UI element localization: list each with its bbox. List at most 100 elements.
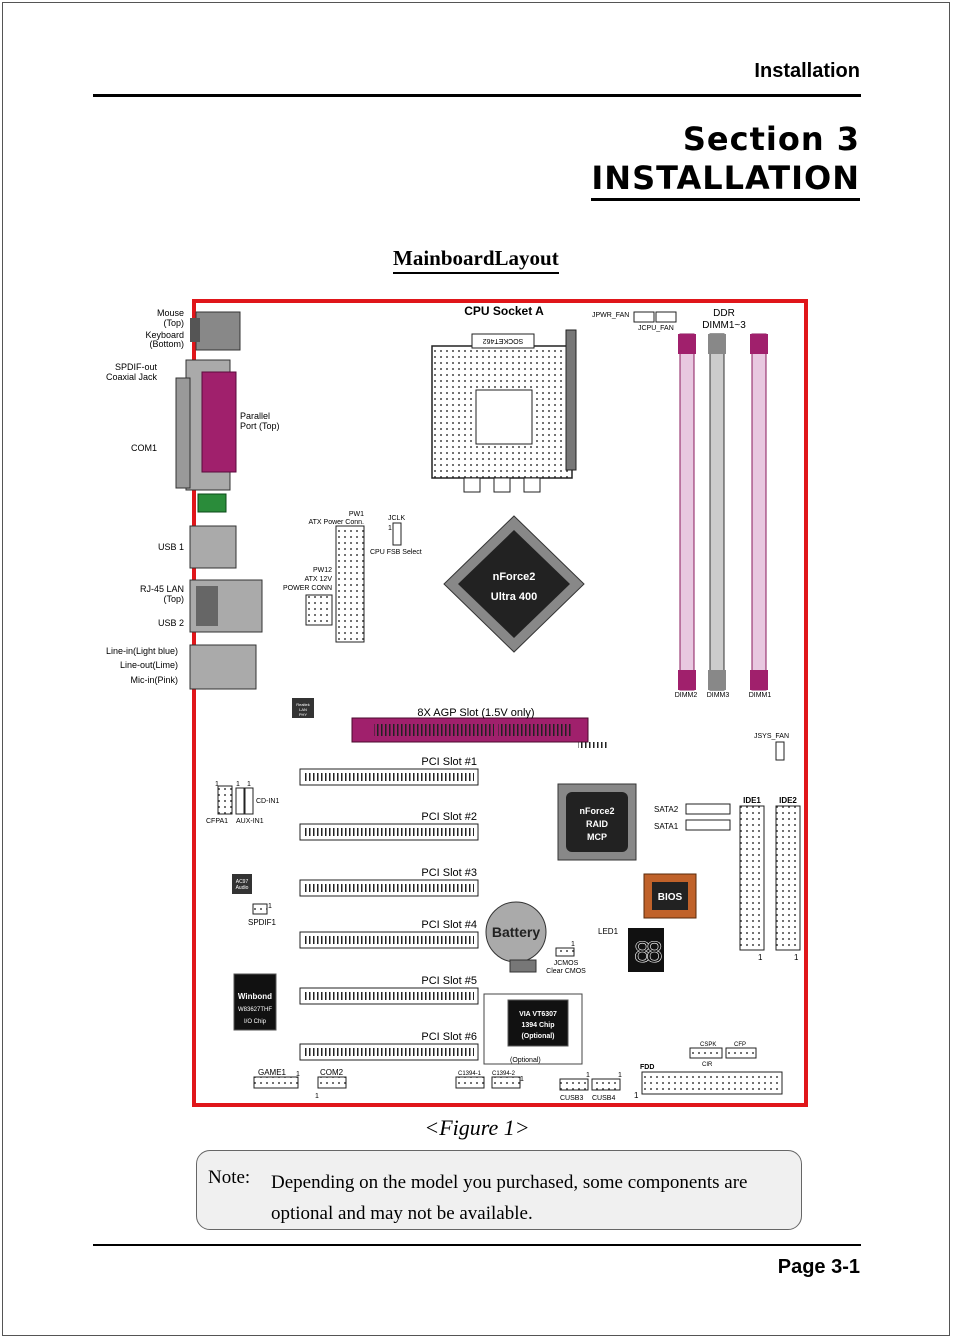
- label-spdif1: SPDIF1: [248, 918, 277, 927]
- pci-slot-5: [299, 987, 479, 1005]
- c1394-2-header: [491, 1076, 521, 1089]
- label-port-top: Port (Top): [240, 421, 280, 431]
- label-pci2: PCI Slot #2: [421, 811, 477, 823]
- label-mic-in: Mic-in(Pink): [130, 675, 178, 685]
- label-ac97-2: Audio: [236, 885, 249, 891]
- audio-jacks: [189, 644, 257, 690]
- mainboard-diagram: Mouse (Top) Keyboard (Bottom) SPDIF-out …: [106, 299, 808, 1107]
- c1394-1-header: [455, 1076, 485, 1089]
- jclk-jumper: [392, 522, 402, 546]
- via-1394-chip: VIA VT6307 1394 Chip (Optional): [507, 999, 569, 1047]
- label-dimm-range: DIMM1~3: [702, 320, 746, 331]
- ide1-connector: [739, 805, 765, 951]
- label-optional: (Optional): [510, 1057, 541, 1064]
- label-aux-in: AUX-IN1: [236, 818, 264, 825]
- label-jcpu-fan: JCPU_FAN: [638, 325, 674, 332]
- label-pci1: PCI Slot #1: [421, 756, 477, 768]
- label-spdif-out: SPDIF-out: [115, 362, 158, 372]
- cfp-header: [725, 1047, 757, 1059]
- label-cfpa1: CFPA1: [206, 818, 228, 825]
- header-rule: [93, 94, 861, 97]
- label-cd-in: CD-IN1: [256, 798, 279, 805]
- label-cir: CIR: [702, 1062, 713, 1068]
- svg-text:8: 8: [634, 936, 651, 969]
- label-nforce2-line1: nForce2: [493, 571, 536, 583]
- label-winbond-3: I/O Chip: [244, 1019, 267, 1025]
- label-c1394-pin1: 1: [520, 1076, 524, 1083]
- label-realtek-2: LAN: [299, 707, 307, 712]
- nforce2-chip: nForce2 Ultra 400: [443, 515, 585, 653]
- label-cusb3: CUSB3: [560, 1095, 583, 1102]
- dimm3-slot: [708, 333, 726, 691]
- pci-slot-2: [299, 823, 479, 841]
- label-ide2: IDE2: [779, 796, 797, 805]
- pw12-connector: [305, 594, 333, 626]
- parallel-port: [185, 359, 237, 491]
- ps2-ports: [190, 311, 241, 351]
- usb1-port: [189, 525, 237, 569]
- label-jpwr-fan: JPWR_FAN: [592, 312, 629, 319]
- sata1-connector: [685, 819, 731, 831]
- label-mcp-1: nForce2: [579, 806, 614, 816]
- aux-in-header: [244, 787, 254, 815]
- label-pci5: PCI Slot #5: [421, 975, 477, 987]
- pci-slot-3: [299, 879, 479, 897]
- label-ide2-pin1: 1: [794, 953, 799, 962]
- label-cfp: CFP: [734, 1042, 746, 1048]
- jcpu-fan-header: [655, 311, 677, 323]
- label-atx12v: ATX 12V: [305, 576, 333, 583]
- label-winbond-2: W83627THF: [238, 1007, 272, 1013]
- label-jclk-pin1: 1: [388, 525, 392, 532]
- led1-display: 8 8: [628, 928, 664, 972]
- label-led1: LED1: [598, 927, 619, 936]
- label-dimm2: DIMM2: [675, 692, 698, 699]
- layout-title: MainboardLayout: [393, 246, 559, 274]
- com2-header: [317, 1076, 347, 1089]
- label-socket-silk: SOCKET462: [483, 337, 524, 344]
- lan-usb2-port: [189, 579, 263, 633]
- ide2-connector: [775, 805, 801, 951]
- winbond-io-chip: Winbond W83627THF I/O Chip: [233, 973, 277, 1031]
- label-realtek-3: PHY: [299, 712, 308, 717]
- fdd-connector: [641, 1071, 783, 1095]
- label-keyboard-bottom: (Bottom): [149, 339, 184, 349]
- label-ide1: IDE1: [743, 796, 761, 805]
- com1-port: [175, 377, 191, 489]
- label-winbond-1: Winbond: [238, 992, 272, 1001]
- label-fdd-pin1: 1: [634, 1091, 639, 1100]
- footer-rule: [93, 1244, 861, 1246]
- label-fsb-select: CPU FSB Select: [370, 549, 422, 556]
- note-label: Note:: [208, 1167, 251, 1188]
- note-box: Note: Depending on the model you purchas…: [196, 1150, 802, 1230]
- label-mouse-top: (Top): [163, 318, 184, 328]
- label-com2: COM2: [320, 1068, 344, 1077]
- label-coaxial: Coaxial Jack: [106, 372, 158, 382]
- label-clear-cmos: Clear CMOS: [546, 968, 586, 975]
- section-heading: Section 3 INSTALLATION: [591, 120, 860, 201]
- label-pci4: PCI Slot #4: [421, 919, 477, 931]
- note-text: Depending on the model you purchased, so…: [271, 1172, 748, 1224]
- label-parallel: Parallel: [240, 411, 270, 421]
- label-line-out: Line-out(Lime): [120, 660, 178, 670]
- label-cfpa1-pin1: 1: [215, 781, 219, 788]
- pci-slot-1: [299, 768, 479, 786]
- cpu-socket: [431, 329, 577, 493]
- label-mouse: Mouse: [157, 308, 184, 318]
- pci-slot-4: [299, 931, 479, 949]
- sata2-connector: [685, 803, 731, 815]
- label-agp: 8X AGP Slot (1.5V only): [417, 707, 534, 719]
- cusb4-header: [591, 1078, 621, 1091]
- label-cusb3-pin1: 1: [586, 1072, 590, 1079]
- label-c1394-1: C1394-1: [458, 1071, 482, 1077]
- battery: Battery: [485, 901, 547, 973]
- label-pci6: PCI Slot #6: [421, 1031, 477, 1043]
- bios-chip: BIOS: [643, 873, 697, 919]
- dimm2-slot: [678, 333, 696, 691]
- label-keyboard: Keyboard: [145, 330, 184, 340]
- cusb3-header: [559, 1078, 589, 1091]
- label-ac97-1: AC97: [236, 879, 249, 885]
- pci-slot-6: [299, 1043, 479, 1061]
- label-jcmos-pin1: 1: [571, 941, 575, 948]
- label-rj45: RJ-45 LAN: [140, 584, 184, 594]
